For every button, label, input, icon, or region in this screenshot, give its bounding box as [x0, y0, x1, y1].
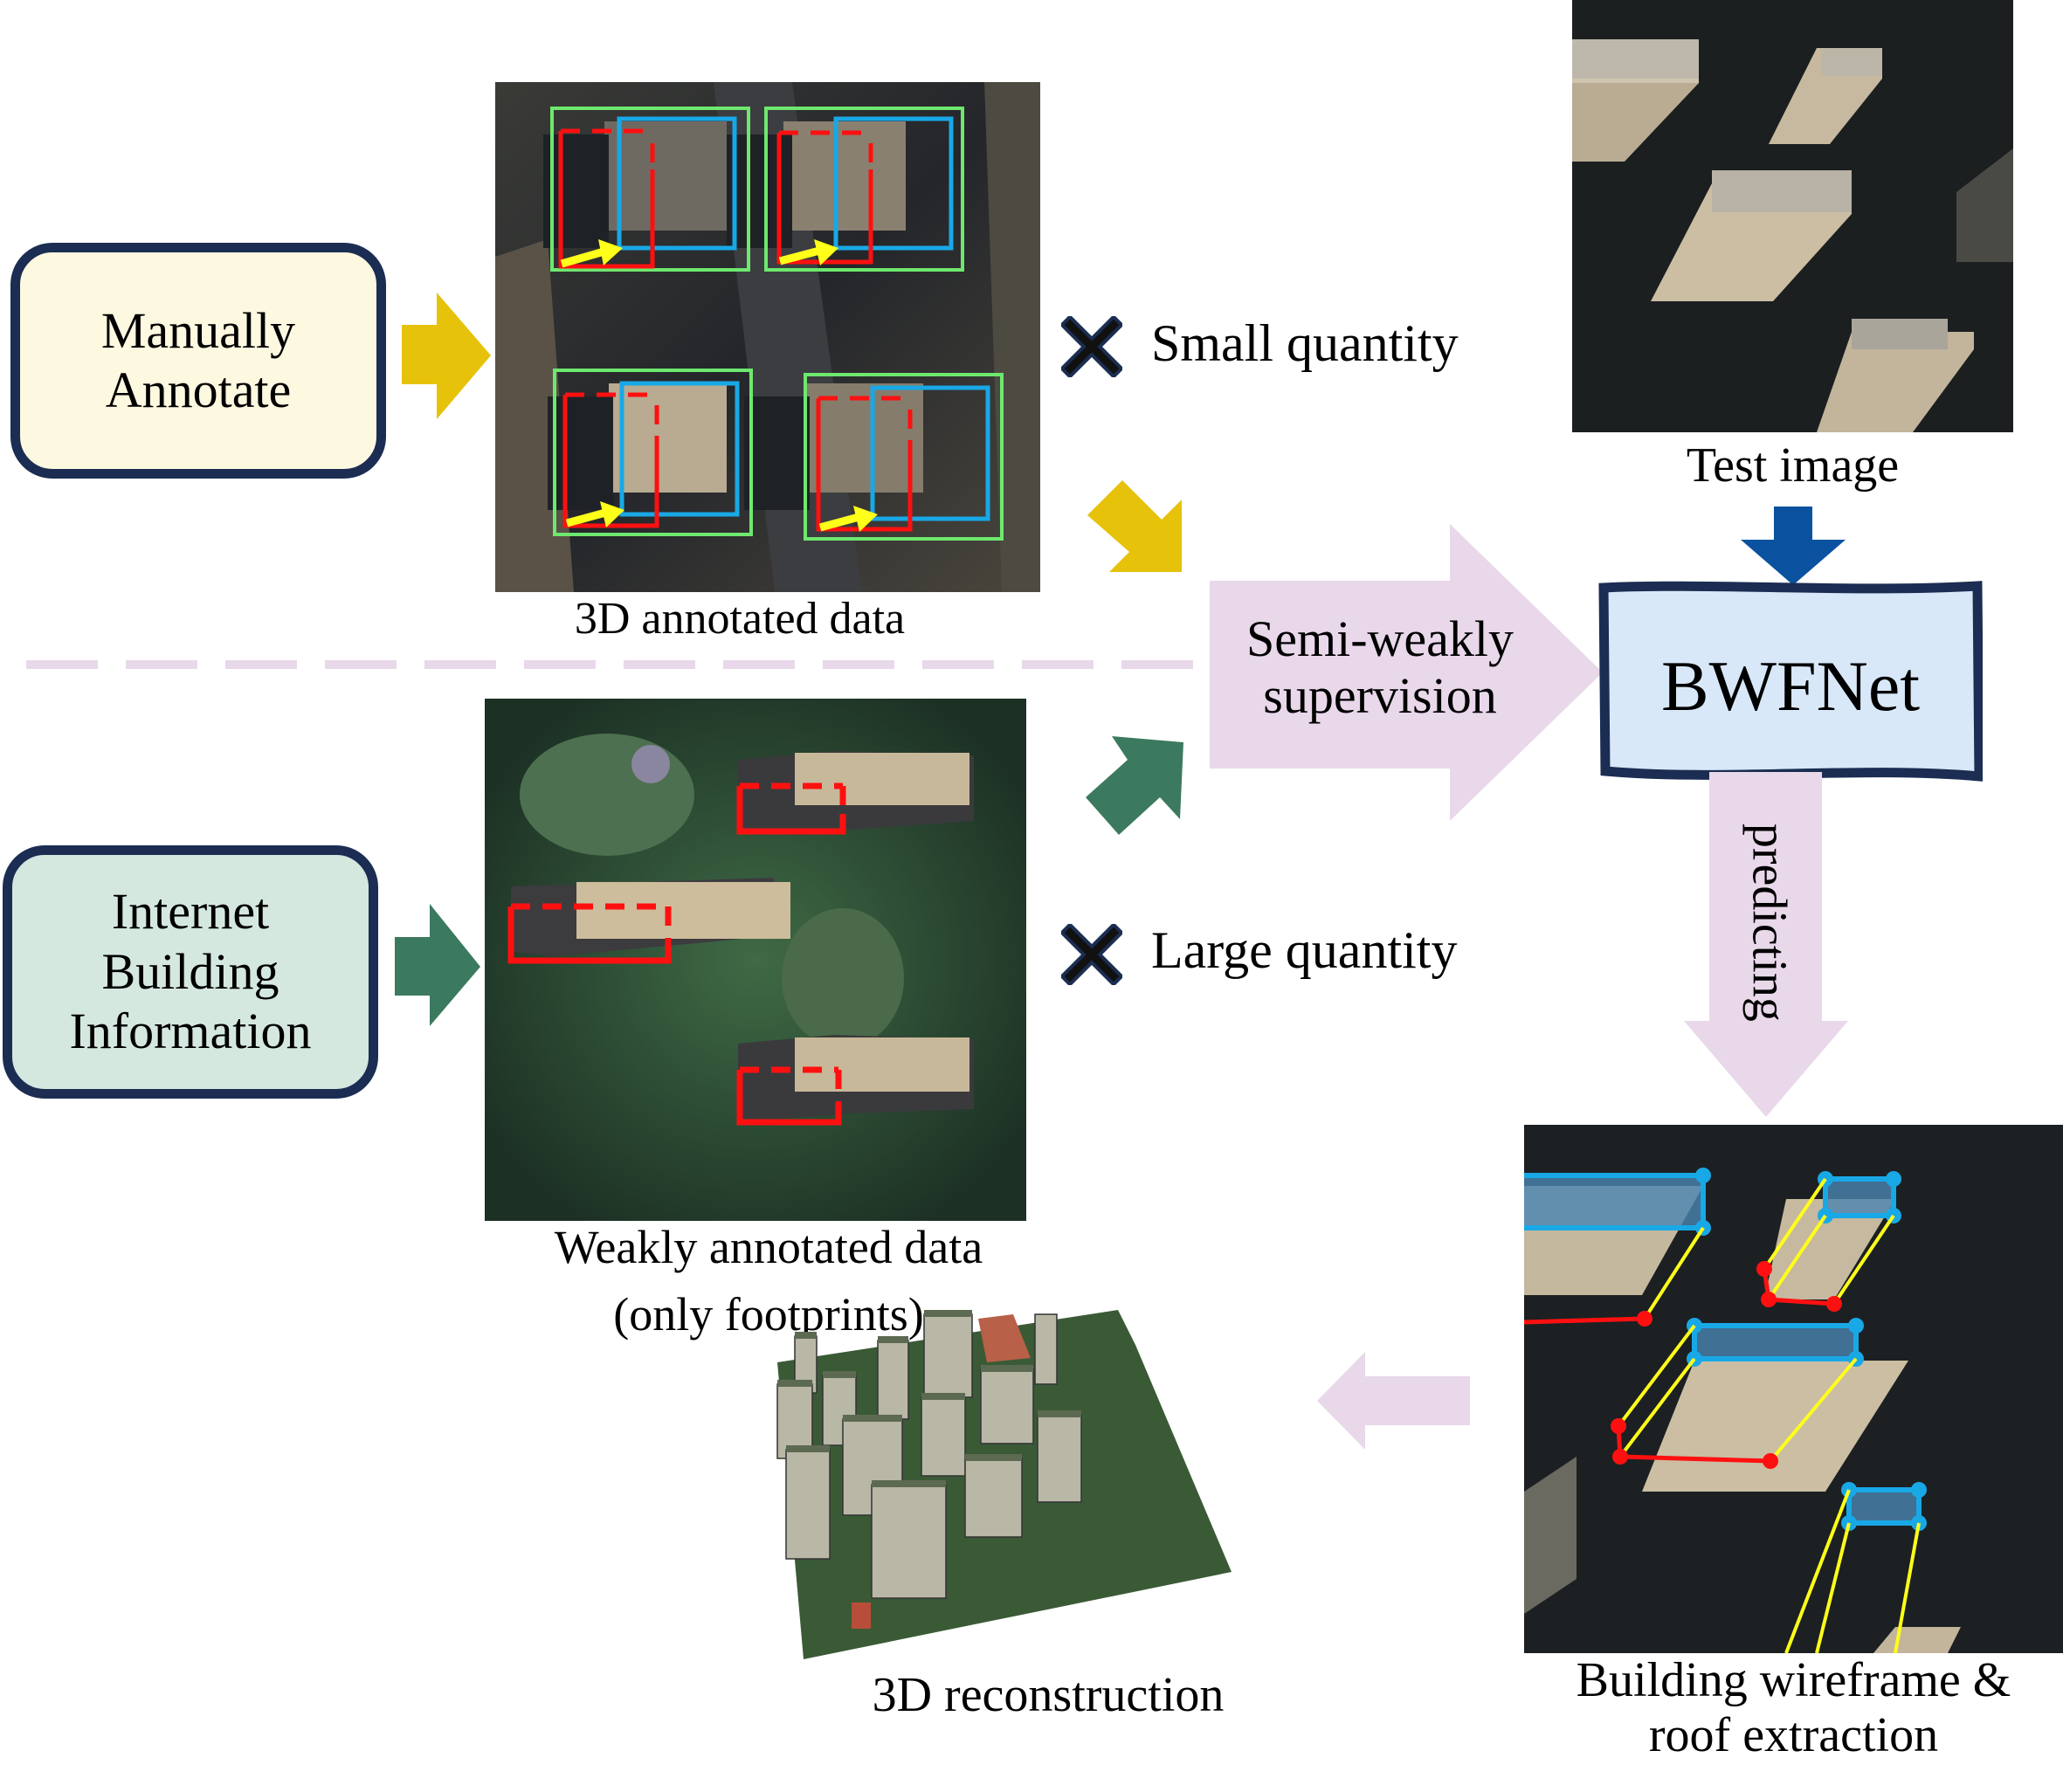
annotated-data-scene [495, 82, 1040, 592]
annotated-data-caption: 3D annotated data [574, 594, 906, 644]
test-image-scene [1572, 0, 2013, 432]
roof-2 [1756, 1171, 1901, 1312]
weak-annotated-image [485, 699, 1026, 1221]
footprint-3 [736, 1066, 842, 1126]
green-right-arrow-icon [395, 904, 480, 1026]
manual-annotate-label: Manually Annotate [100, 301, 296, 418]
test-image [1572, 0, 2013, 432]
annotation-group-1 [550, 107, 750, 272]
annotation-group-3 [553, 369, 753, 536]
roof-1 [1524, 1168, 1711, 1327]
reconstruction-image [769, 1310, 1345, 1720]
predicting-arrow [1684, 772, 1848, 1117]
roof-3 [1611, 1318, 1864, 1469]
section-divider [26, 660, 1205, 669]
supervision-label: Semi-weakly supervision [1245, 610, 1514, 724]
yellow-right-arrow-icon [402, 293, 491, 419]
yellow-diagonal-arrow-icon [1087, 480, 1182, 572]
large-quantity-label: Large quantity [1151, 921, 1458, 979]
green-diagonal-arrow-icon [1086, 736, 1183, 835]
cross-icon [1061, 924, 1122, 985]
predicting-label: predicting [1742, 823, 1797, 1022]
small-quantity-label: Small quantity [1151, 314, 1459, 372]
cross-icon [1061, 316, 1122, 377]
wireframe-caption: Building wireframe & roof extraction [1576, 1653, 2011, 1762]
manual-annotate-box: Manually Annotate [10, 243, 386, 479]
wireframe-result-scene [1524, 1125, 2063, 1653]
blue-down-arrow-icon [1741, 507, 1846, 585]
bwfnet-label: BWFNet [1660, 646, 1921, 726]
internet-info-label: Internet Building Information [69, 883, 312, 1060]
weak-caption-line1: Weakly annotated data [554, 1221, 983, 1273]
weak-annotated-scene [485, 699, 1026, 1221]
weak-caption-line2: (only footprints) [613, 1288, 924, 1341]
reconstruction-caption: 3D reconstruction [872, 1668, 1225, 1722]
wireframe-result-image [1524, 1125, 2063, 1653]
annotated-data-image [495, 82, 1040, 592]
reconstruction-scene [776, 1310, 1232, 1659]
test-image-caption: Test image [1686, 438, 1900, 493]
footprint-2 [507, 903, 672, 964]
annotation-group-2 [764, 107, 964, 272]
roof-4 [1784, 1482, 1927, 1653]
annotation-group-4 [804, 373, 1004, 541]
bwfnet-box [1598, 581, 1983, 782]
lavender-left-arrow-icon [1317, 1352, 1470, 1450]
supervision-arrow [1210, 524, 1603, 821]
footprint-1 [736, 782, 846, 835]
internet-info-box: Internet Building Information [3, 845, 378, 1099]
